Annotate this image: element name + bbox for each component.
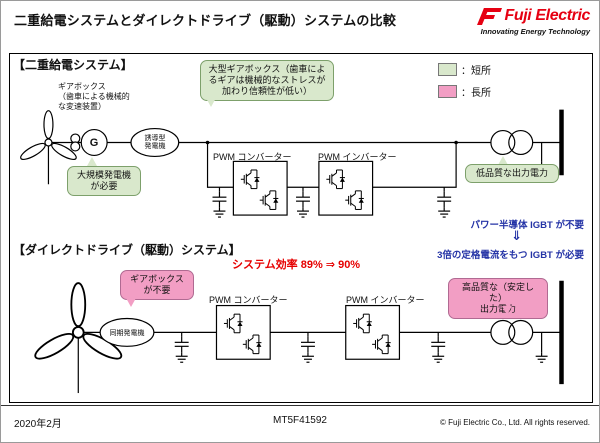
ground-icon: [301, 351, 315, 363]
capacitor-icon: [174, 335, 190, 353]
strength-swatch: [438, 85, 457, 98]
synchronous-generator-label: 同期発電機: [109, 330, 145, 337]
strength-label: ：長所: [461, 88, 491, 99]
pwm-converter-label-2: PWM コンバーター: [209, 295, 288, 305]
callout-large-gearbox: 大型ギアボックス（歯車によるギアは機械的なストレスが加わり信頼性が低い）: [200, 60, 334, 101]
transformer-icon-2: [490, 319, 516, 345]
callout-low-quality-output: 低品質な出力電力: [465, 164, 559, 183]
dfig-section-heading: 【二重給電システム】: [13, 58, 133, 72]
capacitor-icon: [436, 190, 452, 208]
fuji-electric-logo-icon: [476, 8, 502, 25]
capacitor-icon: [430, 335, 446, 353]
logo-row: Fuji Electric: [476, 6, 591, 26]
induction-generator-oval: [130, 127, 180, 158]
callout-pointer: [126, 298, 136, 307]
ground-icon: [212, 206, 227, 218]
direct-drive-section-heading: 【ダイレクトドライブ（駆動）システム】: [13, 243, 241, 257]
dfig-circuit: [18, 109, 564, 218]
footer-divider: [1, 405, 599, 406]
callout-large-generator: 大規模発電機 が必要: [67, 166, 141, 196]
generator-circle-1: [80, 128, 108, 157]
pwm-converter-box-1: [232, 160, 288, 216]
logo-brand-text: Fuji Electric: [504, 7, 591, 24]
page-title: 二重給電システムとダイレクトドライブ（駆動）システムの比較: [14, 13, 397, 28]
pwm-inverter-label-1: PWM インバーター: [318, 152, 397, 162]
comparison-panel: 【二重給電システム】 ：短所 ：長所 大型ギアボックス（歯車によるギアは機械的な…: [9, 53, 593, 403]
copyright-text: © Fuji Electric Co., Ltd. All rights res…: [440, 418, 590, 427]
induction-generator-label: 誘導型 発電機: [144, 135, 166, 151]
footer-date: 2020年2月: [14, 419, 62, 430]
capacitor-icon: [300, 335, 316, 353]
ground-icon: [175, 351, 189, 363]
callout-pointer: [206, 98, 216, 107]
capacitor-icon: [295, 190, 311, 208]
capacitor-icon: [211, 190, 228, 208]
gearbox-note: ギアボックス （歯車による機械的 な変速装置）: [58, 82, 130, 111]
ground-icon: [535, 351, 549, 363]
callout-high-quality-output: 高品質な（安定した） 出力電力: [448, 278, 548, 319]
synchronous-generator-oval: [99, 317, 155, 347]
legend-row-strength: ：長所: [438, 84, 491, 99]
note-igbt-not-needed: パワー半導体 IGBT が不要: [470, 220, 584, 231]
transformer-icon-2: [508, 319, 534, 345]
direct-drive-circuit: [31, 280, 564, 394]
ground-icon: [431, 351, 445, 363]
callout-pointer: [502, 306, 512, 315]
legend-row-weakness: ：短所: [438, 62, 491, 77]
weakness-swatch: [438, 63, 457, 76]
pwm-inverter-box-2: [345, 304, 401, 360]
transformer-icon-1: [508, 129, 534, 156]
pwm-converter-box-2: [215, 304, 271, 360]
callout-pointer: [87, 157, 97, 166]
callout-no-gearbox: ギアボックス が不要: [120, 270, 194, 300]
pwm-inverter-box-1: [318, 160, 374, 216]
ground-icon: [296, 206, 310, 218]
pwm-inverter-label-2: PWM インバーター: [346, 295, 425, 305]
document-number: MT5F41592: [273, 415, 327, 426]
generator-letter: G: [89, 137, 99, 149]
weakness-label: ：短所: [461, 66, 491, 77]
down-arrow-icon: ⇓: [511, 228, 522, 243]
logo-tagline: Innovating Energy Technology: [480, 27, 590, 36]
efficiency-note: システム効率 89% ⇒ 90%: [232, 259, 361, 271]
legend: ：短所 ：長所: [438, 62, 491, 106]
gearbox-symbol: [70, 141, 81, 152]
pwm-converter-label-1: PWM コンバーター: [213, 152, 292, 162]
transformer-icon-1: [490, 129, 516, 156]
callout-pointer: [498, 156, 508, 165]
ground-icon: [437, 206, 451, 218]
note-igbt-needed: 3倍の定格電流をもつ IGBT が必要: [437, 250, 584, 261]
circuit-diagram: [18, 109, 564, 394]
fuji-electric-logo: Fuji Electric Innovating Energy Technolo…: [476, 6, 591, 36]
